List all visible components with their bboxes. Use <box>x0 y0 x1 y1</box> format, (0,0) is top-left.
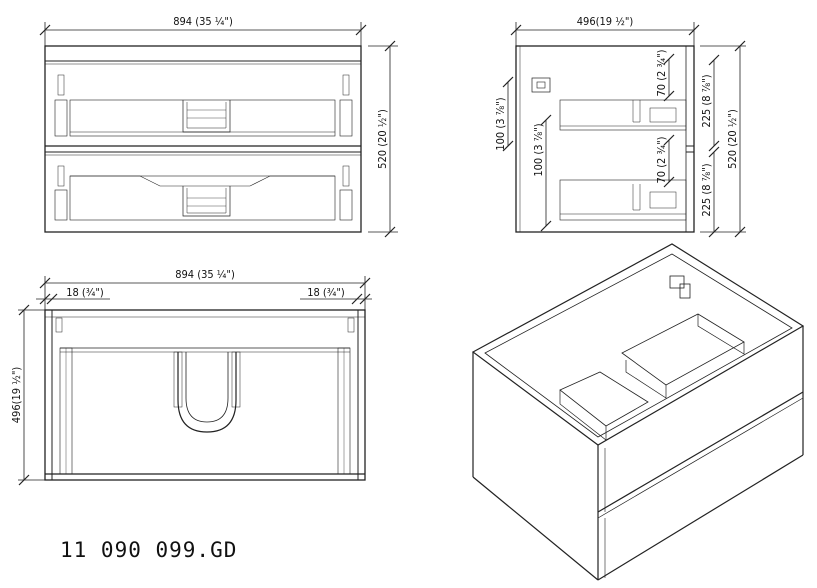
model-code: 11 090 099.GD <box>60 538 238 562</box>
front-width-label: 894 (35 ¼") <box>173 15 233 28</box>
side-left-lower-label: 100 (3 ⅞") <box>532 123 545 176</box>
top-right-panel-label: 18 (¾") <box>307 286 345 299</box>
top-width-label: 894 (35 ¼") <box>175 268 235 281</box>
side-height-label: 520 (20 ½") <box>726 109 739 169</box>
isometric-view <box>471 243 805 581</box>
side-depth-label: 496(19 ½") <box>577 15 634 28</box>
side-right-lower-gap-label: 70 (2 ¾") <box>655 136 668 183</box>
side-left-upper-label: 100 (3 ⅞") <box>494 97 507 150</box>
side-right-upper-gap-label: 70 (2 ¾") <box>655 49 668 96</box>
front-view: 894 (35 ¼") <box>39 15 398 238</box>
side-right-upper-drawer-label: 225 (8 ⅞") <box>700 74 713 127</box>
front-height-label: 520 (20 ½") <box>376 109 389 169</box>
top-view: 894 (35 ¼") 18 (¾") 18 (¾") <box>10 268 372 486</box>
top-left-panel-label: 18 (¾") <box>66 286 104 299</box>
side-right-lower-drawer-label: 225 (8 ⅞") <box>700 163 713 216</box>
top-depth-label: 496(19 ½") <box>10 367 23 424</box>
side-view: 496(19 ½") 100 (3 ⅞") 100 (3 ⅞") 70 ( <box>494 15 746 238</box>
